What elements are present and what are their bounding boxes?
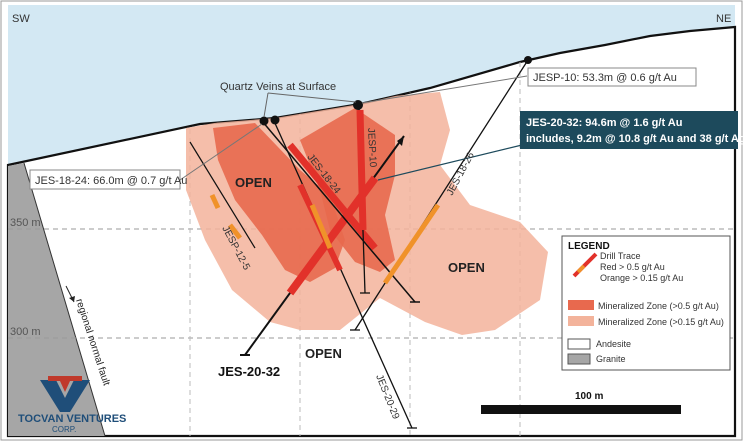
drill-trace-jes2029 [273, 120, 413, 429]
leader-jes1824 [179, 123, 263, 181]
label-jesp10: JESP-10 [365, 128, 378, 168]
quartz-vein-dot-2 [270, 115, 280, 125]
intercept-jesp125-a [209, 193, 221, 210]
collar-jesp10 [353, 100, 363, 110]
leader-quartz-1 [263, 92, 269, 118]
legend-title: LEGEND [568, 241, 610, 252]
highlight-box [520, 111, 738, 149]
intercept-jes1826 [382, 203, 441, 285]
leader-quartz-2 [267, 92, 357, 103]
leader-jesp10 [361, 75, 528, 104]
logo-name: TOCVAN VENTURES [18, 413, 126, 425]
legend-andesite: Andesite [596, 339, 631, 349]
logo-v-mark [40, 380, 90, 412]
legend-orange-grade: Orange > 0.15 g/t Au [600, 273, 683, 283]
elevation-350: 350 m [10, 217, 41, 229]
jesp10-result-text: JESP-10: 53.3m @ 0.6 g/t Au [533, 72, 677, 84]
elevation-300: 300 m [10, 326, 41, 338]
scale-bar [481, 405, 681, 414]
open-label-2: OPEN [448, 260, 485, 275]
legend-mz-low: Mineralized Zone (>0.15 g/t Au) [598, 317, 724, 327]
legend-red-grade: Red > 0.5 g/t Au [600, 262, 665, 272]
collar-jes1826 [524, 56, 532, 64]
legend-granite: Granite [596, 354, 626, 364]
open-label-1: OPEN [235, 175, 272, 190]
intercept-jesp10 [356, 109, 367, 231]
intercept-orange-c [309, 204, 333, 249]
scale-bar-label: 100 m [575, 391, 603, 402]
orientation-ne: NE [716, 13, 731, 25]
legend-swatch-granite [567, 353, 591, 365]
legend-drill-orange [576, 264, 586, 274]
mineralized-zone-high-2 [300, 108, 395, 272]
quartz-vein-dot-1 [259, 116, 269, 126]
orientation-sw: SW [12, 13, 30, 25]
highlight-line2: includes, 9.2m @ 10.8 g/t Au and 38 g/t … [526, 133, 743, 145]
leader-highlight [377, 144, 523, 181]
legend-swatch-low [568, 316, 594, 326]
legend-mz-high: Mineralized Zone (>0.5 g/t Au) [598, 301, 719, 311]
legend-drill-trace: Drill Trace [600, 251, 641, 261]
granite-block [8, 163, 105, 436]
highlight-line1: JES-20-32: 94.6m @ 1.6 g/t Au [526, 117, 682, 129]
open-label-3: OPEN [305, 346, 342, 361]
drill-trace-jesp125 [189, 141, 256, 249]
logo-t-mark [48, 376, 82, 392]
jes1824-result-text: JES-18-24: 66.0m @ 0.7 g/t Au [35, 175, 187, 187]
fault-arrow-head [69, 296, 75, 302]
quartz-veins-label: Quartz Veins at Surface [220, 81, 336, 93]
drill-arrow-jes2032 [397, 136, 404, 146]
intercept-jesp125-b [228, 223, 242, 240]
intercept-jes1824 [287, 142, 378, 251]
legend-drill-red [572, 252, 598, 278]
jesp10-result-box [527, 67, 697, 87]
legend-swatch-andesite [567, 338, 591, 350]
label-jes2032: JES-20-32 [218, 364, 280, 379]
company-logo: TOCVAN VENTURES CORP. [18, 376, 126, 434]
mineralized-zone-high-1 [213, 123, 345, 282]
logo-sub: CORP. [52, 425, 76, 434]
fault-line [23, 162, 106, 436]
jes1824-result-box [29, 169, 181, 190]
legend-swatch-high [568, 300, 594, 310]
drill-trace-jes1826 [354, 59, 529, 331]
